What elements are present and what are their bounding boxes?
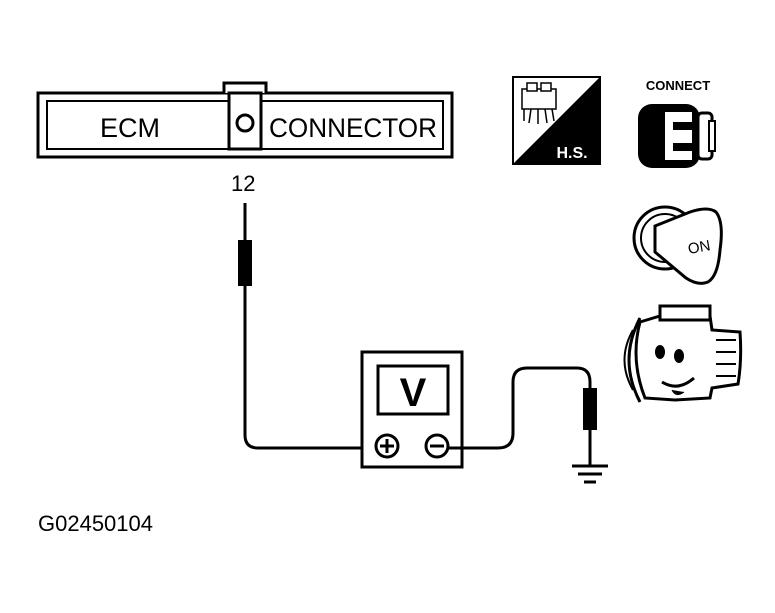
engine-running-icon	[623, 304, 743, 403]
ground-lead	[448, 366, 608, 484]
minus-terminal	[424, 433, 450, 459]
positive-probe	[238, 240, 252, 286]
ground-symbol	[572, 464, 608, 484]
negative-probe	[583, 388, 597, 430]
figure-id: G02450104	[38, 511, 153, 536]
connector-label: CONNECTOR	[269, 113, 437, 143]
terminal-number: 12	[231, 171, 255, 196]
voltmeter-display	[376, 364, 450, 416]
plus-terminal	[374, 433, 400, 459]
harness-sensor-label: H.S.	[556, 145, 587, 162]
terminal-pin	[235, 113, 255, 133]
connect-label: CONNECT	[646, 78, 710, 93]
voltmeter: V	[360, 350, 464, 469]
harness-sensor-icon: H.S.	[512, 76, 601, 165]
connect-icon: CONNECT	[638, 78, 716, 168]
ignition-on-label: ON	[687, 237, 712, 258]
ecm-label: ECM	[100, 113, 160, 143]
voltmeter-symbol: V	[400, 371, 427, 415]
ignition-key-icon: ON	[632, 205, 723, 285]
positive-probe-lead	[238, 203, 372, 450]
ecm-connector: ECM CONNECTOR	[36, 81, 454, 159]
